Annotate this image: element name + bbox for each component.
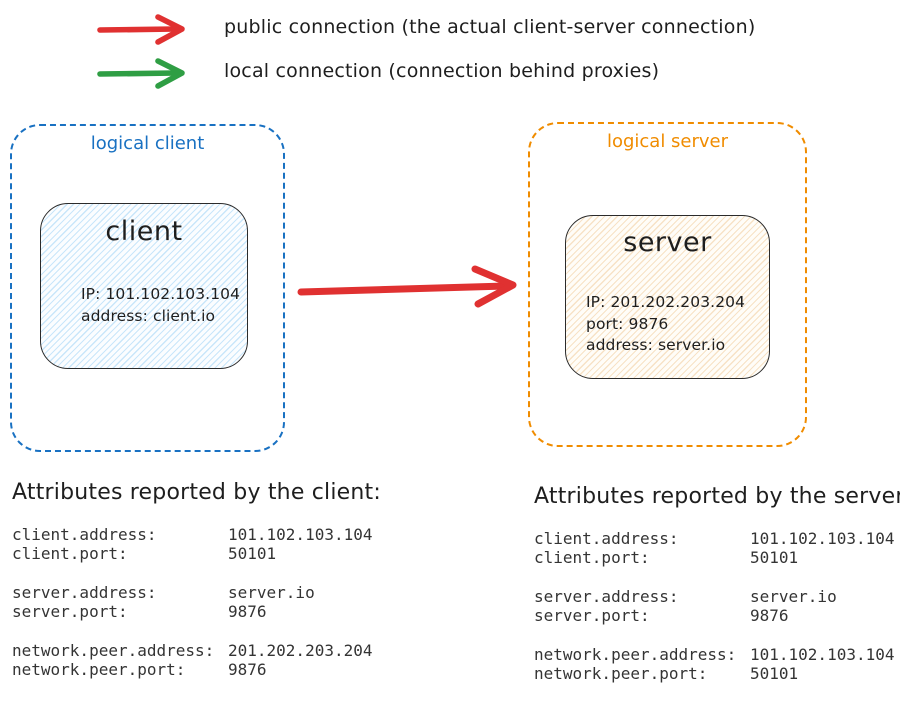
attr-key: network.peer.address:: [534, 644, 737, 664]
attr-group: server.address: server.io server.port: 987…: [534, 587, 900, 626]
attr-group: client.address: 101.102.103.104 client.po…: [534, 529, 900, 568]
client-node-details: IP: 101.102.103.104 address: client.io: [81, 284, 240, 327]
attr-key: server.port:: [12, 602, 128, 622]
attr-group: network.peer.address: 101.102.103.104 net…: [534, 645, 900, 684]
attr-key: network.peer.port:: [12, 660, 186, 680]
client-attributes-title: Attributes reported by the client:: [12, 480, 381, 505]
server-attributes-title: Attributes reported by the server:: [534, 484, 900, 509]
attr-value: 9876: [228, 660, 267, 680]
attr-value: 50101: [228, 544, 277, 564]
attr-row: network.peer.port: 50101: [534, 664, 900, 683]
server-ip-line: IP: 201.202.203.204: [586, 293, 746, 311]
attr-row: server.address: server.io: [534, 587, 900, 606]
attr-key: client.address:: [12, 525, 157, 544]
logical-server-label: logical server: [606, 131, 729, 152]
attr-value: server.io: [750, 586, 837, 606]
attr-key: server.address:: [534, 586, 679, 606]
attr-key: client.port:: [12, 544, 128, 564]
server-node-title: server: [623, 227, 712, 258]
attr-value: 50101: [750, 548, 799, 568]
local-arrow-shaft: [97, 70, 179, 77]
client-server-arrow-icon: [294, 262, 522, 310]
client-address-line: address: client.io: [81, 306, 216, 325]
client-ip-line: IP: 101.102.103.104: [81, 285, 241, 303]
attr-row: server.address: server.io: [12, 583, 381, 602]
attr-key: client.address:: [534, 529, 679, 548]
attr-key: server.address:: [12, 582, 157, 602]
public-arrow-shaft: [97, 26, 179, 33]
attr-row: server.port: 9876: [534, 606, 900, 625]
attr-key: client.port:: [534, 548, 650, 568]
attr-row: client.port: 50101: [12, 544, 381, 563]
client-node: client IP: 101.102.103.104 address: clie…: [40, 203, 248, 369]
attr-row: client.address: 101.102.103.104: [12, 525, 381, 544]
attr-value: 50101: [750, 664, 799, 684]
client-attributes-section: Attributes reported by the client: clien…: [12, 480, 381, 698]
attr-value: 9876: [750, 606, 789, 626]
attr-group: network.peer.address: 201.202.203.204 net…: [12, 641, 381, 680]
client-node-title: client: [105, 216, 183, 247]
attr-key: network.peer.port:: [534, 664, 708, 684]
attr-row: network.peer.address: 101.102.103.104: [534, 645, 900, 664]
public-arrow-head: [155, 14, 185, 45]
attr-key: server.port:: [534, 606, 650, 626]
attr-value: 101.102.103.104: [750, 644, 895, 664]
public-connection-arrow-icon: [96, 11, 198, 47]
attr-value: 9876: [228, 602, 267, 622]
attr-row: client.address: 101.102.103.104: [534, 529, 900, 548]
attr-value: server.io: [228, 582, 315, 602]
logical-client-label: logical client: [90, 133, 205, 154]
attr-row: client.port: 50101: [534, 548, 900, 567]
server-node-details: IP: 201.202.203.204 port: 9876 address: …: [586, 292, 745, 357]
attr-value: 101.102.103.104: [228, 525, 373, 544]
client-attributes-list: client.address: 101.102.103.104 client.po…: [12, 525, 381, 679]
attr-value: 201.202.203.204: [228, 640, 373, 660]
server-address-line: address: server.io: [586, 336, 726, 354]
server-node: server IP: 201.202.203.204 port: 9876 ad…: [565, 215, 770, 379]
attr-row: network.peer.address: 201.202.203.204: [12, 641, 381, 660]
attr-group: server.address: server.io server.port: 987…: [12, 583, 381, 622]
attr-value: 101.102.103.104: [750, 529, 895, 548]
client-server-arrow-shaft: [297, 282, 510, 296]
local-connection-label: local connection (connection behind prox…: [224, 60, 660, 82]
attr-row: server.port: 9876: [12, 602, 381, 621]
logical-server-box: logical server: [528, 122, 807, 447]
public-connection-label: public connection (the actual client-ser…: [224, 16, 756, 38]
attr-row: network.peer.port: 9876: [12, 660, 381, 679]
local-arrow-head: [155, 58, 185, 89]
server-attributes-list: client.address: 101.102.103.104 client.po…: [534, 529, 900, 683]
attr-group: client.address: 101.102.103.104 client.po…: [12, 525, 381, 564]
local-connection-arrow-icon: [96, 55, 198, 91]
logical-client-box: logical client: [10, 124, 285, 452]
attr-key: network.peer.address:: [12, 640, 215, 660]
server-port-line: port: 9876: [586, 314, 669, 333]
server-attributes-section: Attributes reported by the server: clien…: [534, 484, 900, 702]
client-server-arrow-head: [471, 265, 517, 308]
